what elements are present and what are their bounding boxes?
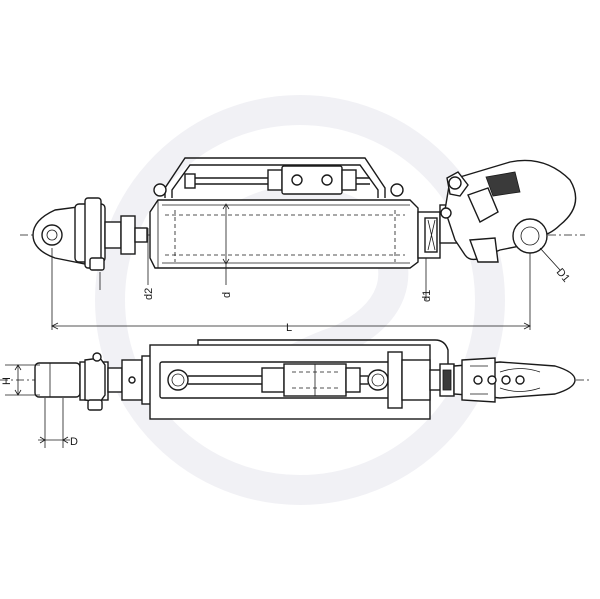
hook-end <box>417 159 577 300</box>
dimension-D <box>38 398 70 448</box>
label-L: L <box>286 322 292 334</box>
cylinder-body <box>147 199 419 285</box>
label-d2: d2 <box>143 288 155 300</box>
label-d1: d1 <box>421 290 433 302</box>
cylinder-plan <box>149 339 449 420</box>
dimension-H <box>5 364 40 396</box>
handle-bar <box>153 157 404 198</box>
hook-plan <box>429 357 576 403</box>
label-H: H <box>1 377 13 385</box>
dimension-L <box>51 248 531 330</box>
left-eye-end <box>32 197 148 271</box>
plan-view <box>0 339 590 448</box>
label-D: D <box>70 436 78 448</box>
side-view <box>20 157 585 330</box>
label-d: d <box>221 292 233 298</box>
label-D1: D1 <box>554 266 572 284</box>
